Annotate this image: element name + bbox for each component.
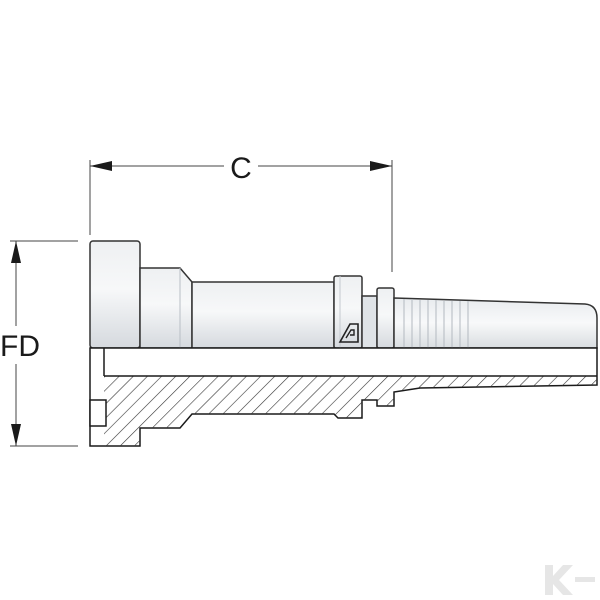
triangle-logo-icon [338,323,359,343]
fitting-body [191,281,335,349]
k-watermark-icon [545,565,595,595]
arrowhead-right [370,161,392,171]
fitting-ring [376,287,395,349]
dimension-label-c: C [230,152,252,185]
hose-stem [393,297,598,349]
fitting-exterior-view [89,240,598,349]
arrowhead-bottom [11,424,21,446]
dimension-c: C [89,150,393,272]
arrowhead-top [11,241,21,263]
flange-head [89,240,141,349]
dimension-fd: FD [0,240,78,447]
dimension-label-fd: FD [0,330,40,363]
fitting-section-view [89,347,598,447]
stem-serrations [403,299,469,348]
flange-shoulder [139,267,193,349]
oring-groove [89,399,107,427]
arrowhead-left [90,161,112,171]
fitting-groove [361,295,378,349]
section-hatch [90,376,597,446]
